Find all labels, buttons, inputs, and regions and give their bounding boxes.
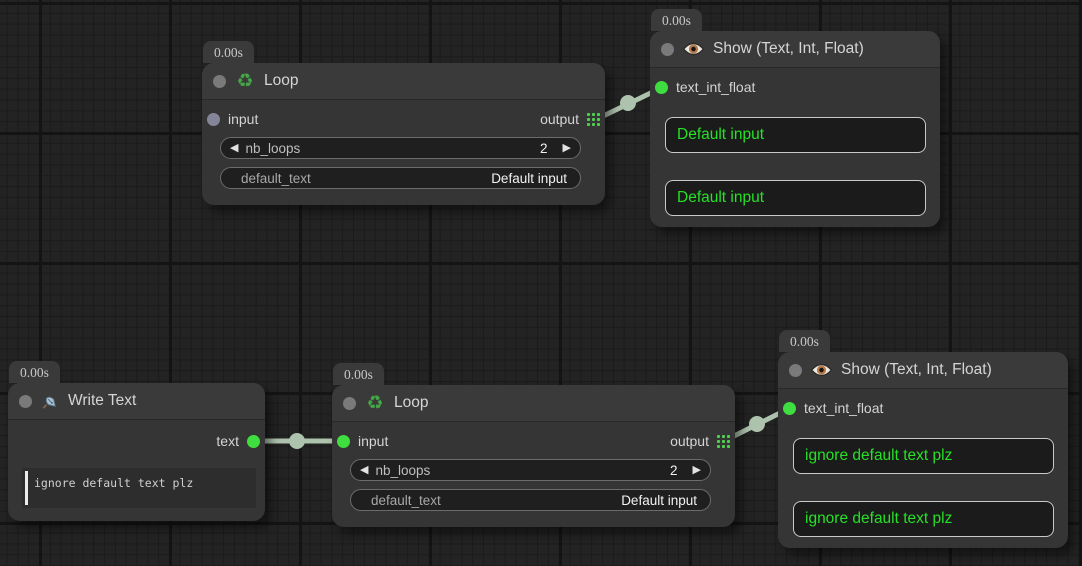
node-header[interactable]: ♻ Loop <box>202 63 605 100</box>
input-slot[interactable]: input <box>207 111 258 127</box>
grid-output-icon[interactable] <box>587 112 600 126</box>
widget-label: default_text <box>371 492 441 508</box>
nb-loops-widget[interactable]: ◀ nb_loops 2 ▶ <box>220 137 581 159</box>
input-slot-label: text_int_float <box>804 400 884 416</box>
input-slot-dot[interactable] <box>655 80 668 94</box>
slot-row: text_int_float <box>778 396 1068 420</box>
pen-icon <box>41 392 59 410</box>
node-title: Write Text <box>68 392 137 409</box>
widget-label: nb_loops <box>375 462 431 478</box>
input-slot[interactable]: input <box>337 433 388 449</box>
text-caret <box>25 471 28 505</box>
recycle-icon: ♻ <box>366 392 384 414</box>
decrement-arrow-icon[interactable]: ◀ <box>360 463 369 476</box>
eye-icon <box>811 363 832 377</box>
widget-label: nb_loops <box>245 140 301 156</box>
execution-time-badge: 0.00s <box>9 361 60 383</box>
node-title: Show (Text, Int, Float) <box>841 361 992 378</box>
text-input-area[interactable]: ignore default text plz <box>22 468 256 508</box>
execution-time-badge: 0.00s <box>651 9 702 31</box>
output-slot-label: text <box>216 433 239 449</box>
execution-time-badge: 0.00s <box>333 363 384 385</box>
widget-label: default_text <box>241 170 311 186</box>
node-header[interactable]: Show (Text, Int, Float) <box>778 352 1068 389</box>
increment-arrow-icon[interactable]: ▶ <box>562 141 571 154</box>
link-midpoint[interactable] <box>749 416 765 432</box>
node-loop-top[interactable]: 0.00s ♻ Loop input output ◀ nb_loops 2 ▶… <box>202 41 605 205</box>
slot-row: input output <box>332 429 735 453</box>
display-value-box: Default input <box>665 180 926 216</box>
textarea-value: ignore default text plz <box>34 476 194 490</box>
grid-output-icon[interactable] <box>717 434 730 448</box>
output-slot[interactable]: text <box>216 433 260 449</box>
link-midpoint[interactable] <box>620 95 636 111</box>
widget-value: 2 <box>670 462 678 478</box>
output-slot-dot[interactable] <box>247 434 260 448</box>
node-header[interactable]: Show (Text, Int, Float) <box>650 31 940 68</box>
collapse-toggle[interactable] <box>19 394 32 408</box>
execution-time-badge: 0.00s <box>203 41 254 63</box>
node-title: Loop <box>394 394 429 411</box>
node-header[interactable]: Write Text <box>8 383 265 420</box>
output-slot[interactable]: output <box>670 433 730 449</box>
widget-value: Default input <box>621 492 697 508</box>
collapse-toggle[interactable] <box>661 42 674 56</box>
node-header[interactable]: ♻ Loop <box>332 385 735 422</box>
input-slot-label: text_int_float <box>676 79 756 95</box>
node-title: Show (Text, Int, Float) <box>713 40 864 57</box>
display-value-box: ignore default text plz <box>793 501 1054 537</box>
default-text-widget[interactable]: default_text Default input <box>350 489 711 511</box>
display-value-box: ignore default text plz <box>793 438 1054 474</box>
node-show-bottom[interactable]: 0.00s Show (Text, Int, Float) text_int_f… <box>778 330 1068 548</box>
slot-row: text_int_float <box>650 75 940 99</box>
input-slot-dot[interactable] <box>783 401 796 415</box>
widget-value: 2 <box>540 140 548 156</box>
recycle-icon: ♻ <box>236 70 254 92</box>
slot-row: text <box>8 429 265 453</box>
output-slot[interactable]: output <box>540 111 600 127</box>
widget-value: Default input <box>491 170 567 186</box>
input-slot-dot[interactable] <box>207 112 220 126</box>
input-slot[interactable]: text_int_float <box>783 400 883 416</box>
collapse-toggle[interactable] <box>789 363 802 377</box>
node-write-text[interactable]: 0.00s Write Text text <box>8 361 265 521</box>
output-slot-label: output <box>540 111 579 127</box>
input-slot-dot[interactable] <box>337 434 350 448</box>
display-value-box: Default input <box>665 117 926 153</box>
increment-arrow-icon[interactable]: ▶ <box>692 463 701 476</box>
decrement-arrow-icon[interactable]: ◀ <box>230 141 239 154</box>
nb-loops-widget[interactable]: ◀ nb_loops 2 ▶ <box>350 459 711 481</box>
node-show-top[interactable]: 0.00s Show (Text, Int, Float) text_int_f… <box>650 9 940 227</box>
output-slot-label: output <box>670 433 709 449</box>
node-loop-bottom[interactable]: 0.00s ♻ Loop input output ◀ nb_loops 2 ▶… <box>332 363 735 527</box>
execution-time-badge: 0.00s <box>779 330 830 352</box>
node-title: Loop <box>264 72 299 89</box>
eye-icon <box>683 42 704 56</box>
collapse-toggle[interactable] <box>213 74 226 88</box>
collapse-toggle[interactable] <box>343 396 356 410</box>
slot-row: input output <box>202 107 605 131</box>
default-text-widget[interactable]: default_text Default input <box>220 167 581 189</box>
input-slot[interactable]: text_int_float <box>655 79 755 95</box>
input-slot-label: input <box>228 111 259 127</box>
link-midpoint[interactable] <box>289 433 305 449</box>
input-slot-label: input <box>358 433 389 449</box>
